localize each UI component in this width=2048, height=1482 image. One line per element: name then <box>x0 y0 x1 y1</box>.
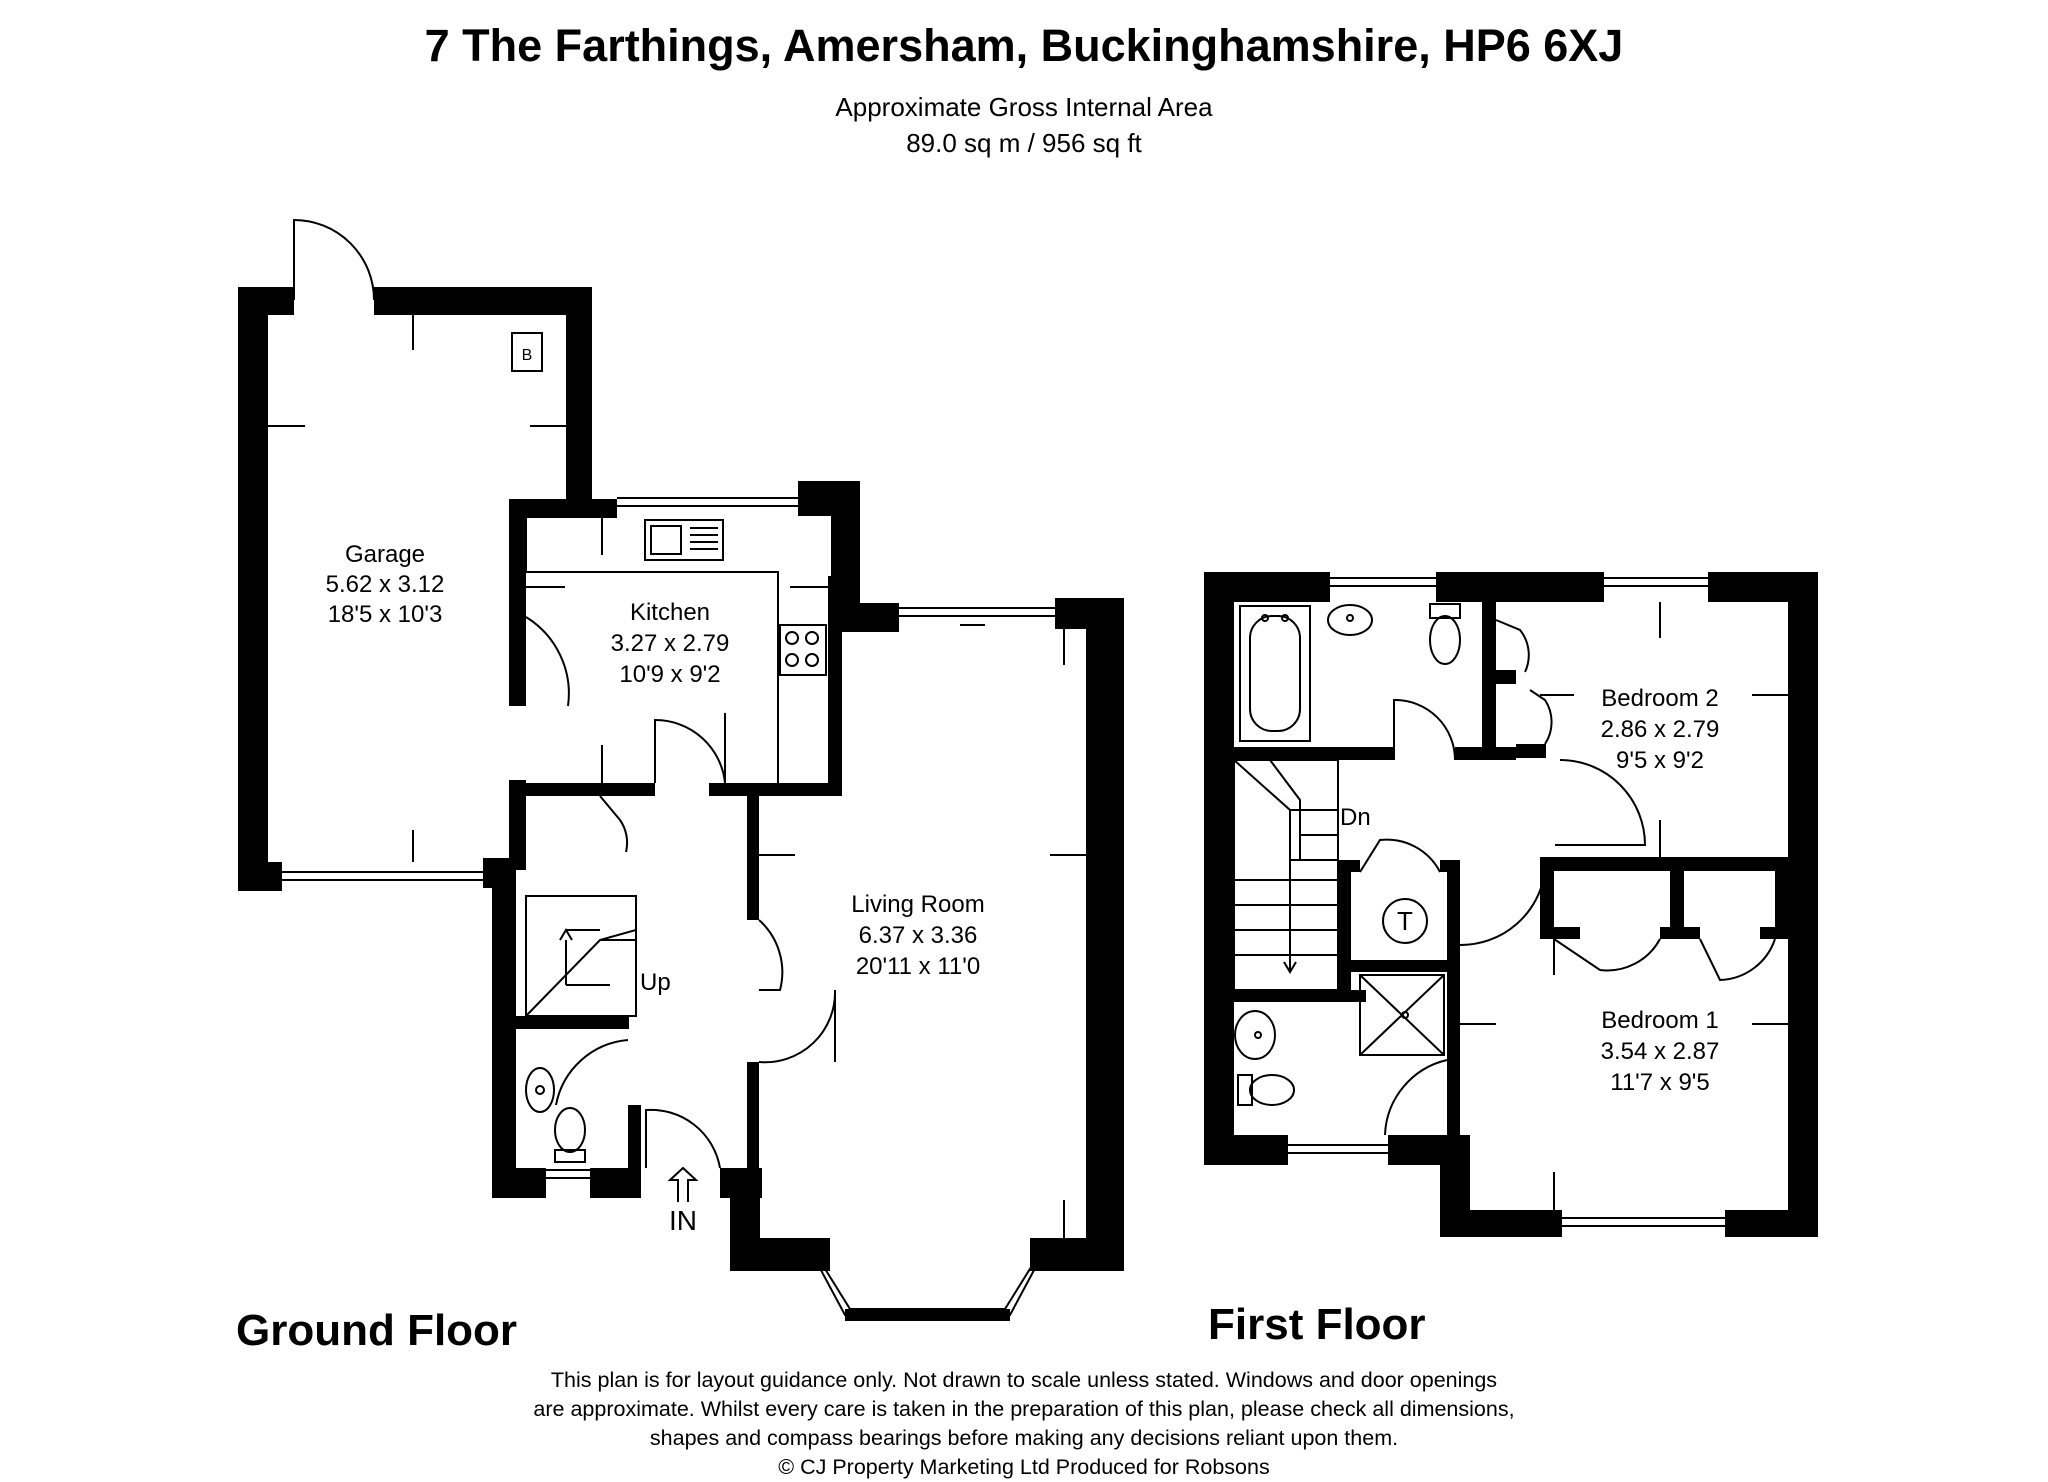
bedroom1-imperial: 11'7 x 9'5 <box>1610 1069 1709 1096</box>
stairs-up-label: Up <box>640 969 671 996</box>
ground-floor-fixtures <box>282 218 1055 1316</box>
ground-floor-label: Ground Floor <box>236 1306 518 1355</box>
plan-symbols: B T Up Dn IN <box>522 347 1413 1236</box>
ground-floor-walls <box>238 287 1124 1321</box>
living-room-name: Living Room <box>851 891 984 918</box>
bedroom2-metric: 2.86 x 2.79 <box>1601 716 1720 743</box>
area-value: 89.0 sq m / 956 sq ft <box>906 128 1142 158</box>
bedroom2-name: Bedroom 2 <box>1601 685 1718 712</box>
disclaimer-line-3: shapes and compass bearings before makin… <box>649 1426 1399 1450</box>
bedroom2-imperial: 9'5 x 9'2 <box>1616 747 1704 774</box>
bedroom1-metric: 3.54 x 2.87 <box>1601 1038 1720 1065</box>
stairs-down-label: Dn <box>1340 804 1371 831</box>
tank-symbol: T <box>1397 906 1413 936</box>
first-floor-label: First Floor <box>1208 1300 1426 1349</box>
room-labels: Garage 5.62 x 3.12 18'5 x 10'3 Kitchen 3… <box>326 541 1720 1096</box>
area-label: Approximate Gross Internal Area <box>835 92 1213 122</box>
kitchen-name: Kitchen <box>630 599 710 626</box>
entrance-label: IN <box>669 1205 697 1236</box>
ground-floor-dimension-marks <box>268 315 1086 1238</box>
first-floor-dimension-marks <box>1460 602 1788 1210</box>
first-floor-fixtures <box>1209 577 1776 1227</box>
garage-imperial: 18'5 x 10'3 <box>328 601 443 628</box>
living-room-metric: 6.37 x 3.36 <box>859 922 978 949</box>
disclaimer-line-1: This plan is for layout guidance only. N… <box>550 1368 1498 1392</box>
garage-metric: 5.62 x 3.12 <box>326 571 445 598</box>
boiler-symbol: B <box>522 347 533 364</box>
living-room-imperial: 20'11 x 11'0 <box>856 953 980 980</box>
disclaimer: This plan is for layout guidance only. N… <box>0 1366 2048 1482</box>
garage-name: Garage <box>345 541 425 568</box>
kitchen-imperial: 10'9 x 9'2 <box>619 661 720 688</box>
entrance-arrow-icon <box>667 1166 699 1202</box>
property-address-title: 7 The Farthings, Amersham, Buckinghamshi… <box>424 20 1624 71</box>
bedroom1-name: Bedroom 1 <box>1601 1007 1718 1034</box>
copyright-line: © CJ Property Marketing Ltd Produced for… <box>778 1455 1270 1479</box>
disclaimer-line-2: are approximate. Whilst every care is ta… <box>533 1397 1515 1421</box>
kitchen-metric: 3.27 x 2.79 <box>611 630 730 657</box>
first-floor-walls <box>1204 572 1818 1237</box>
